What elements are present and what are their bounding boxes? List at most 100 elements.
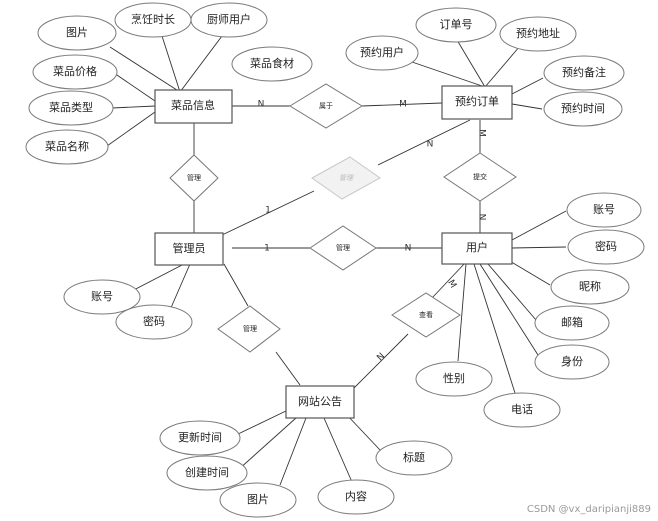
attribute-dish-img-label: 图片	[66, 26, 88, 39]
edge-manage-notice	[275, 351, 301, 386]
entity-order: 预约订单	[441, 85, 513, 120]
entity-dish: 菜品信息	[154, 89, 233, 124]
attribute-dish-ingredients-label: 菜品食材	[250, 56, 294, 70]
relationship-manage-notice-label: 管理	[243, 324, 257, 333]
attribute-notice-update-label: 更新时间	[178, 430, 222, 444]
attribute-admin-acc: 账号	[63, 279, 141, 315]
attribute-order-time: 预约时间	[543, 91, 623, 127]
attribute-user-acc-label: 账号	[593, 203, 615, 216]
entity-admin-label: 管理员	[173, 241, 206, 255]
edge-order-addr	[484, 45, 521, 88]
edge-user-view	[431, 261, 467, 299]
edge-user-acc	[511, 210, 567, 241]
attribute-dish-chef-label: 厨师用户	[207, 12, 251, 26]
watermark: CSDN @vx_daripianji889	[527, 504, 651, 515]
relationship-view-label: 查看	[419, 310, 433, 319]
attribute-admin-pwd: 密码	[115, 304, 193, 340]
attribute-order-addr-label: 预约地址	[516, 26, 560, 40]
edge-order-note	[511, 77, 544, 95]
edge-faint-order	[377, 119, 471, 166]
edge-belongs-order	[361, 102, 443, 107]
edge-user-mail	[487, 263, 537, 321]
edge-user-phone	[473, 263, 516, 394]
attribute-dish-img: 图片	[37, 15, 117, 51]
connection-lines	[106, 35, 567, 486]
edge-notice-create	[237, 417, 297, 471]
cardinality-admin-manage-user: 1	[264, 244, 270, 254]
edge-dish-type	[111, 105, 156, 109]
attribute-notice-title-label: 标题	[403, 450, 425, 464]
cardinality-notice-view: N	[375, 351, 387, 363]
edge-user-pwd	[511, 246, 567, 249]
entity-user: 用户	[441, 232, 513, 265]
edge-dish-img	[109, 46, 181, 93]
cardinality-order-faint: N	[427, 140, 434, 150]
attribute-dish-name-label: 菜品名称	[45, 139, 89, 153]
relationship-manage-dish: 管理	[169, 154, 219, 202]
entity-admin: 管理员	[154, 232, 224, 266]
relationship-belongs: 属于	[289, 83, 363, 129]
relationship-submit-label: 提交	[473, 172, 487, 181]
edge-user-gender	[457, 263, 467, 362]
attribute-order-note: 预约备注	[543, 55, 625, 91]
attribute-order-no-label: 订单号	[440, 18, 473, 31]
cardinality-dish-belongs: N	[258, 100, 265, 110]
attribute-notice-create: 创建时间	[166, 455, 248, 491]
relationship-manage-user-label: 管理	[336, 243, 350, 252]
attribute-admin-acc-label: 账号	[91, 290, 113, 303]
attribute-user-mail: 邮箱	[534, 305, 610, 341]
attribute-user-nick-label: 昵称	[579, 279, 601, 293]
entity-user-label: 用户	[466, 240, 488, 254]
attribute-order-time-label: 预约时间	[561, 102, 605, 115]
edge-admin-manage-notice	[223, 263, 249, 307]
attribute-dish-name: 菜品名称	[25, 129, 109, 165]
edge-admin-pwd	[169, 263, 191, 311]
relationship-belongs-label: 属于	[319, 102, 333, 110]
attribute-user-id-label: 身份	[561, 354, 583, 368]
edge-notice-update	[235, 409, 289, 436]
attribute-order-addr: 预约地址	[499, 16, 577, 52]
attribute-user-id: 身份	[534, 344, 610, 380]
attribute-notice-update: 更新时间	[159, 420, 241, 456]
attribute-order-user-label: 预约用户	[360, 45, 404, 59]
attribute-dish-chef: 厨师用户	[190, 2, 268, 38]
edge-dish-time	[161, 35, 181, 93]
attribute-dish-type-label: 菜品类型	[49, 100, 93, 114]
edge-notice-title	[345, 413, 381, 451]
relationship-view: 查看	[391, 292, 461, 338]
attribute-dish-price-label: 菜品价格	[53, 64, 97, 78]
attribute-dish-price: 菜品价格	[32, 54, 118, 90]
attribute-user-gender: 性别	[415, 361, 493, 397]
relationship-faint-label: 管理	[339, 174, 354, 182]
attribute-user-phone-label: 电话	[511, 403, 533, 416]
relationship-faint: 管理	[311, 156, 381, 200]
edge-notice-content	[323, 417, 353, 483]
attribute-order-no: 订单号	[415, 7, 497, 43]
cardinality-user-view: M	[445, 278, 458, 290]
attribute-user-nick: 昵称	[550, 269, 630, 305]
attribute-dish-ingredients: 菜品食材	[231, 46, 313, 82]
attribute-user-pwd-label: 密码	[595, 239, 617, 253]
edge-dish-name	[106, 111, 156, 147]
attribute-user-mail-label: 邮箱	[561, 315, 583, 329]
edge-order-user	[411, 61, 486, 88]
attribute-user-acc: 账号	[566, 192, 642, 228]
attribute-dish-time: 烹饪时长	[114, 2, 192, 38]
attribute-dish-type: 菜品类型	[28, 90, 114, 126]
edge-user-id	[479, 263, 539, 356]
edge-dish-chef	[179, 35, 223, 93]
relationship-manage-dish-label: 管理	[187, 173, 201, 182]
cardinality-order-submit: M	[477, 129, 487, 137]
edge-order-time	[511, 103, 543, 110]
attribute-user-pwd: 密码	[567, 229, 645, 265]
attribute-notice-img-label: 图片	[247, 493, 269, 506]
entity-order-label: 预约订单	[455, 95, 499, 108]
relationship-manage-user: 管理	[309, 225, 377, 271]
attribute-order-note-label: 预约备注	[562, 65, 606, 79]
attribute-dish-time-label: 烹饪时长	[131, 12, 175, 26]
edge-order-no	[456, 39, 486, 88]
entity-notice-label: 网站公告	[298, 394, 342, 408]
edge-view-notice	[349, 333, 409, 393]
relationship-manage-notice: 管理	[217, 305, 281, 353]
attribute-user-gender-label: 性别	[443, 371, 465, 385]
